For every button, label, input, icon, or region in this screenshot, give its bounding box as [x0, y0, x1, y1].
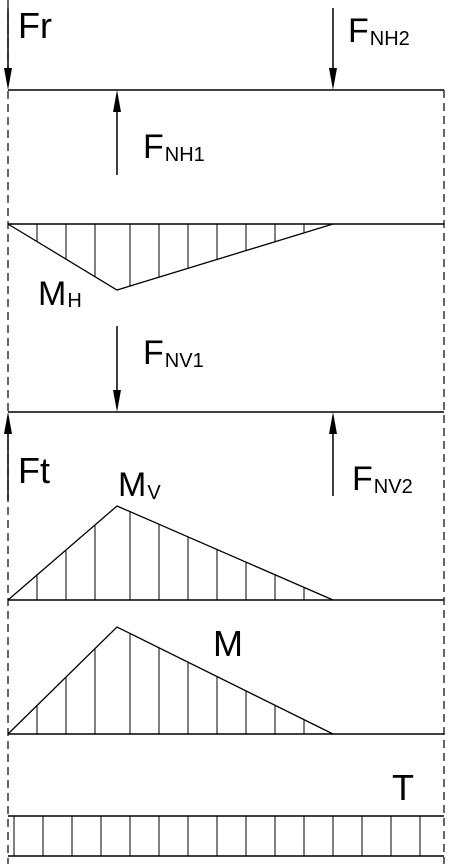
mv-label: MV: [118, 466, 161, 504]
mh-moment-curve: [7, 223, 334, 291]
vertical-force-panel: FNV1 Ft FNV2: [4, 326, 444, 500]
fnv1-arrow: [113, 326, 121, 412]
mv-moment-curve: [7, 505, 334, 601]
t-label: T: [392, 767, 414, 808]
m-moment-diagram: [7, 626, 444, 735]
t-hatching: [13, 816, 421, 856]
mv-hatching: [36, 511, 305, 600]
fnh1-label: FNH1: [143, 128, 205, 166]
fnh1-arrow: [113, 90, 121, 175]
m-label: M: [213, 623, 243, 664]
fr-label: Fr: [18, 5, 52, 46]
mh-hatching: [36, 224, 305, 286]
m-moment-curve: [7, 626, 334, 735]
fnh2-label: FNH2: [348, 12, 410, 50]
ft-arrow: [4, 412, 12, 500]
fnh2-arrow: [329, 8, 337, 90]
mh-label: MH: [38, 275, 82, 313]
fr-arrow: [4, 8, 12, 90]
ft-label: Ft: [18, 450, 50, 491]
horizontal-force-panel: Fr FNH2 FNH1: [4, 5, 444, 175]
mv-moment-diagram: [7, 505, 444, 601]
mh-moment-diagram: [7, 223, 444, 291]
t-torque-diagram: [8, 815, 444, 857]
fnv2-arrow: [329, 412, 337, 496]
fnv1-label: FNV1: [143, 334, 204, 372]
fnv2-label: FNV2: [352, 460, 413, 498]
m-hatching: [36, 633, 305, 734]
